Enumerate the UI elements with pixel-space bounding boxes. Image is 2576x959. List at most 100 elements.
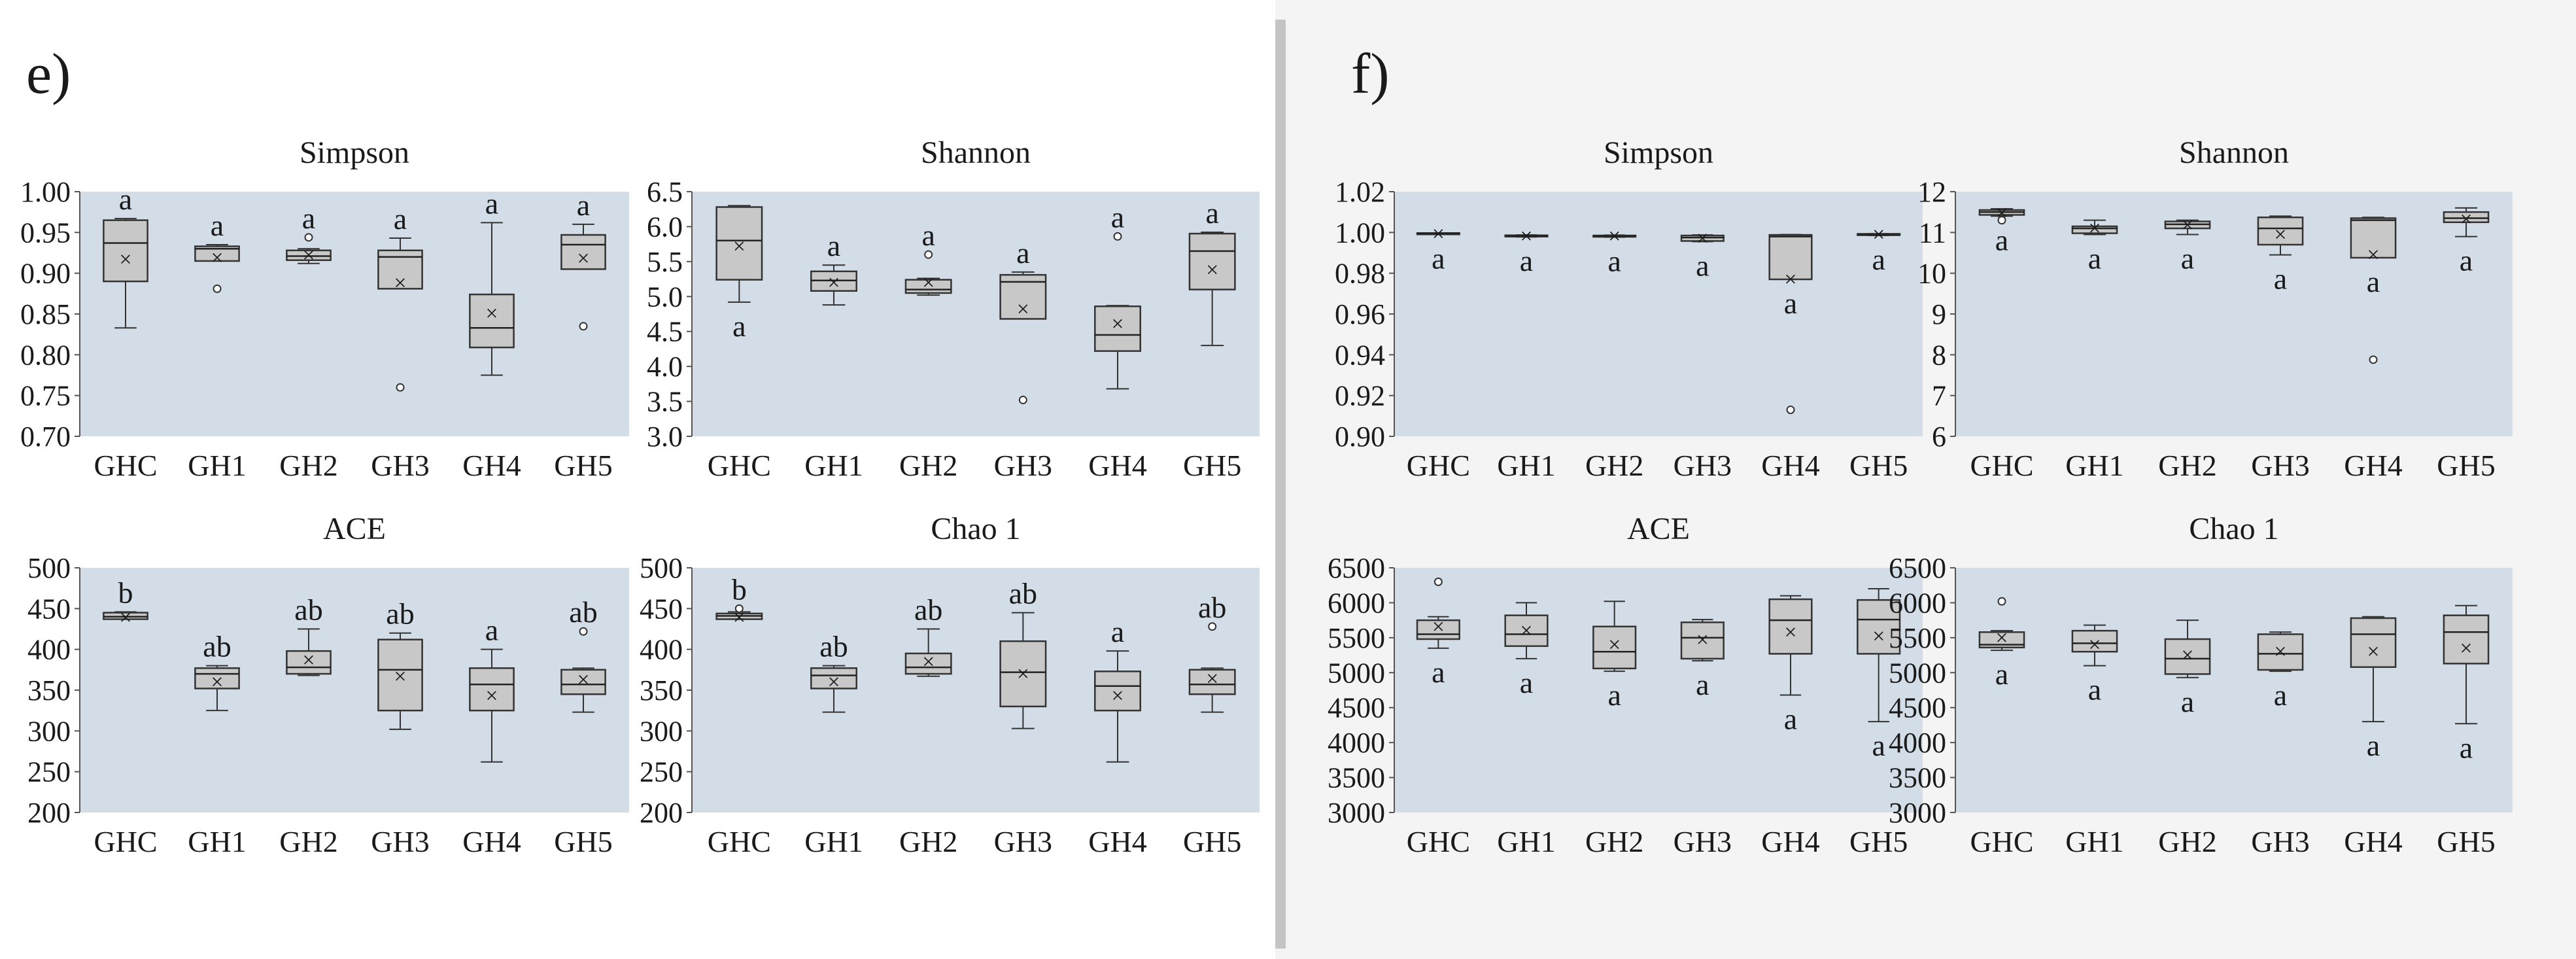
x-tick-label: GH2 <box>899 449 957 482</box>
y-tick-label: 4.5 <box>647 316 683 348</box>
outlier-point <box>579 627 588 636</box>
box-GH3: ×a <box>2257 215 2304 296</box>
mean-marker: × <box>1872 222 1885 247</box>
y-tick-label: 5500 <box>1889 622 1946 654</box>
box-GH4: ×a <box>2350 616 2397 762</box>
box-iqr <box>560 234 606 270</box>
y-tick-label: 5.0 <box>647 281 683 313</box>
box-iqr <box>194 245 240 262</box>
box-GH4: ×a <box>2350 217 2397 364</box>
mean-marker: × <box>1432 615 1445 639</box>
y-tick-label: 3000 <box>1328 797 1385 829</box>
x-tick-label: GH3 <box>1674 449 1732 482</box>
box-iqr <box>2443 614 2490 665</box>
box-iqr <box>2071 629 2118 653</box>
y-tick-label: 4500 <box>1889 692 1946 724</box>
box-iqr <box>286 650 332 675</box>
box-GH2: ×a <box>286 201 332 268</box>
significance-letter: a <box>2367 729 2380 762</box>
box-iqr <box>1978 631 2025 649</box>
mean-marker: × <box>2274 640 2286 664</box>
significance-letter: a <box>1607 245 1621 278</box>
mean-marker: × <box>1017 298 1029 322</box>
box-iqr <box>1188 232 1236 290</box>
mean-marker: × <box>1696 227 1709 251</box>
box-iqr <box>469 667 515 712</box>
significance-letter: ab <box>294 593 322 627</box>
mean-marker: × <box>1784 620 1796 644</box>
significance-letter: a <box>1872 243 1885 276</box>
significance-letter: a <box>119 183 132 216</box>
mean-marker: × <box>1784 268 1796 292</box>
mean-marker: × <box>1520 224 1532 249</box>
box-iqr <box>1094 305 1141 352</box>
box-iqr <box>1857 599 1901 655</box>
y-tick-label: 4000 <box>1328 727 1385 759</box>
box-GH4: ×a <box>469 614 515 763</box>
box-GH4: ×a <box>1094 200 1141 390</box>
box-GH1: ×a <box>2071 217 2118 275</box>
mean-marker: × <box>1432 222 1445 247</box>
outlier-point <box>924 250 933 259</box>
mean-marker: × <box>119 247 131 271</box>
box-GHC: ×a <box>103 183 148 329</box>
chart-title: Shannon <box>2179 135 2289 170</box>
outlier-point <box>1786 405 1795 414</box>
box-GH1: ×a <box>810 229 857 306</box>
y-tick-label: 6.5 <box>647 176 683 208</box>
significance-letter: a <box>1432 655 1445 689</box>
mean-marker: × <box>1206 258 1218 283</box>
x-tick-label: GHC <box>1970 449 2033 482</box>
y-tick-label: 400 <box>640 634 683 666</box>
mean-marker: × <box>2088 217 2101 241</box>
chart-title: Simpson <box>300 135 409 170</box>
box-iqr <box>560 669 606 695</box>
x-tick-label: GH2 <box>279 449 337 482</box>
x-tick-label: GH1 <box>2065 449 2123 482</box>
outlier-point <box>2369 355 2378 364</box>
box-GH2: ×a <box>2164 213 2211 275</box>
x-tick-label: GH2 <box>2158 825 2216 858</box>
box-iqr <box>715 206 763 281</box>
y-tick-label: 9 <box>1932 298 1946 330</box>
box-GH3: ×ab <box>999 577 1047 729</box>
mean-marker: × <box>1608 224 1621 249</box>
box-iqr <box>194 667 240 689</box>
y-tick-label: 450 <box>27 593 71 625</box>
y-tick-label: 3.0 <box>647 421 683 453</box>
significance-letter: ab <box>819 630 848 663</box>
x-tick-label: GH5 <box>1183 825 1241 858</box>
x-tick-label: GH1 <box>188 825 246 858</box>
y-tick-label: 4.0 <box>647 351 683 383</box>
y-tick-label: 1.00 <box>1335 217 1385 249</box>
mean-marker: × <box>1206 667 1218 691</box>
y-tick-label: 350 <box>27 674 71 706</box>
box-GHC: ×b <box>715 572 763 630</box>
box-GH2: ×ab <box>286 593 332 676</box>
significance-letter: a <box>577 188 590 222</box>
box-GH5: ×ab <box>1188 591 1236 713</box>
box-GH5: ×a <box>560 188 606 331</box>
outlier-point <box>1113 232 1122 241</box>
mean-marker: × <box>1995 626 2008 650</box>
y-tick-label: 6500 <box>1889 552 1946 584</box>
box-GH1: ×a <box>194 209 240 293</box>
box-GH1: ×a <box>2071 624 2118 706</box>
box-GH5: ×a <box>1857 222 1901 276</box>
x-tick-label: GH2 <box>279 825 337 858</box>
box-GH2: ×a <box>1592 601 1637 712</box>
box-iqr <box>810 667 857 689</box>
x-tick-label: GH5 <box>1849 825 1908 858</box>
plot-area <box>1955 568 2513 812</box>
box-GH3: ×ab <box>377 597 423 730</box>
x-tick-label: GHC <box>1407 449 1470 482</box>
y-tick-label: 5500 <box>1328 622 1385 654</box>
significance-letter: a <box>1784 287 1797 320</box>
y-tick-label: 0.75 <box>20 380 71 412</box>
plot-area <box>1394 192 1923 436</box>
